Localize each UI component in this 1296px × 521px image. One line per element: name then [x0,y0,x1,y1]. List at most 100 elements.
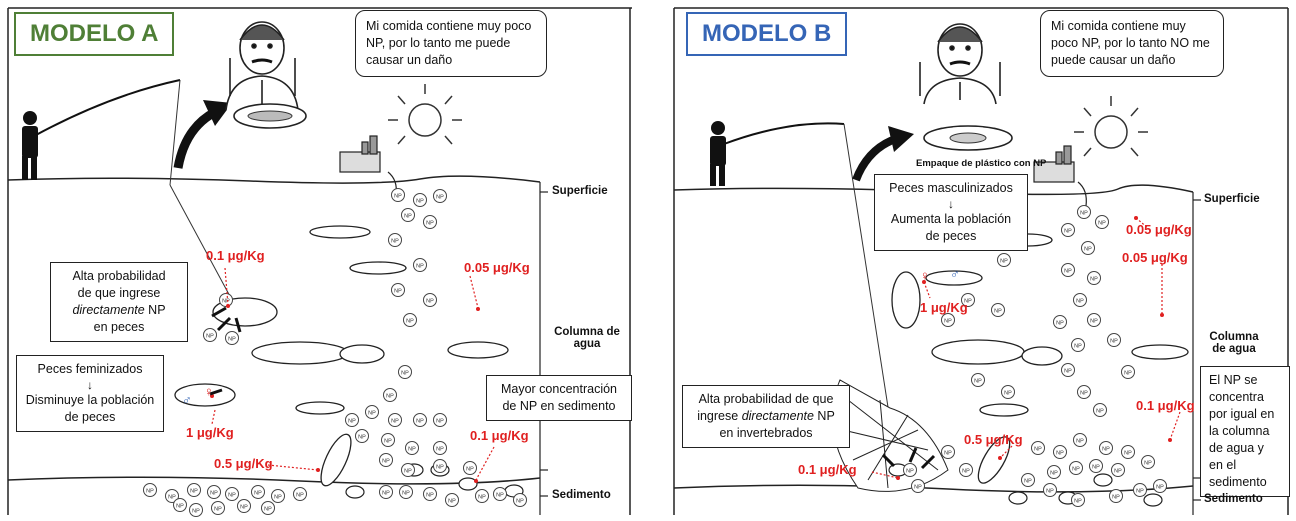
svg-text:NP: NP [478,495,486,501]
svg-text:NP: NP [426,221,434,227]
np-particle-icon: NP [398,365,412,379]
svg-text:NP: NP [402,491,410,497]
model-b-panel: NP NP NP NP NP NP NP NP NP NP NP NP NP NP NP NP NP NP NP NP… [648,0,1296,521]
svg-text:NP: NP [1080,211,1088,217]
male-symbol: ♂ [950,266,960,281]
np-particle-icon: NP [463,461,477,475]
svg-text:NP: NP [382,459,390,465]
svg-text:NP: NP [1090,319,1098,325]
zone-label-water-column: Columna de agua [554,326,620,350]
svg-text:NP: NP [228,493,236,499]
np-particle-icon: NP [475,489,489,503]
person-eating-icon [225,21,299,111]
np-particle-icon: NP [1087,271,1101,285]
np-particle-icon: NP [1089,459,1103,473]
svg-text:NP: NP [406,319,414,325]
np-particle-icon: NP [971,373,985,387]
svg-text:NP: NP [1000,259,1008,265]
np-particle-icon: NP [423,487,437,501]
svg-text:NP: NP [436,465,444,471]
np-particle-icon: NP [143,483,157,497]
np-particle-icon: NP [1077,205,1091,219]
svg-text:NP: NP [516,499,524,505]
svg-text:NP: NP [1124,451,1132,457]
sediment-concentration-box: Mayor concentración de NP en sedimento [486,375,632,421]
svg-text:NP: NP [274,495,282,501]
crab-icon [1143,493,1163,507]
effect-bottom: Disminuye la población de peces [25,393,155,424]
down-arrow-icon: ↓ [948,197,954,211]
svg-text:NP: NP [1124,371,1132,377]
np-particle-icon: NP [1021,473,1035,487]
factory-icon [339,135,381,173]
svg-text:NP: NP [394,194,402,200]
np-particle-icon: NP [1061,263,1075,277]
np-particle-icon: NP [189,503,203,517]
np-particle-icon: NP [413,258,427,272]
concentration-label: 0.1 μg/Kg [470,428,529,443]
svg-text:NP: NP [1144,461,1152,467]
masculinized-effect-box: Peces masculinizados ↓ Aumenta la poblac… [874,174,1028,251]
np-particle-icon: NP [941,445,955,459]
svg-text:NP: NP [436,447,444,453]
direct-intake-box: Alta probabilidad de que ingrese directa… [50,262,188,342]
np-particle-icon: NP [261,501,275,515]
svg-text:NP: NP [1074,499,1082,505]
sun-icon [1074,96,1148,157]
np-particle-icon: NP [1153,479,1167,493]
svg-text:NP: NP [348,419,356,425]
fishing-net-icon [831,379,949,492]
svg-text:NP: NP [436,195,444,201]
zone-label-sediment: Sedimento [552,489,611,501]
concentration-label: 0.1 μg/Kg [206,248,265,263]
np-particle-icon: NP [1001,385,1015,399]
model-b-illustration: NP NP NP NP NP NP NP NP NP NP NP NP NP NP NP NP NP NP NP NP… [673,7,1289,515]
svg-text:NP: NP [1084,247,1092,253]
np-particle-icon: NP [445,493,459,507]
fish-icon [977,436,1011,484]
concentration-label: 1 μg/Kg [920,300,968,315]
svg-text:NP: NP [1050,471,1058,477]
np-particle-icon: NP [379,485,393,499]
fish-icon [1131,344,1189,360]
np-particle-icon: NP [1061,223,1075,237]
equal-concentration-box: El NP se concentra por igual en la colum… [1200,366,1290,497]
svg-text:NP: NP [1076,439,1084,445]
np-particle-icon: NP [1077,385,1091,399]
np-particle-icon: NP [493,487,507,501]
svg-text:NP: NP [1092,465,1100,471]
np-particle-icon: NP [903,463,917,477]
svg-text:NP: NP [240,505,248,511]
fish-icon [295,401,345,415]
zone-label-sediment: Sedimento [1204,493,1263,505]
effect-bottom: Aumenta la población de peces [890,212,1012,243]
svg-text:NP: NP [1112,495,1120,501]
direct-intake-line: Alta probabilidad [72,269,166,283]
np-particle-icon: NP [173,498,187,512]
concentration-label: 0.05 μg/Kg [1126,222,1192,237]
np-particle-icon: NP [1081,241,1095,255]
svg-text:NP: NP [404,214,412,220]
svg-text:NP: NP [192,509,200,515]
svg-text:NP: NP [466,467,474,473]
svg-text:NP: NP [416,199,424,205]
svg-text:NP: NP [1064,229,1072,235]
svg-text:NP: NP [1074,344,1082,350]
np-particle-icon: NP [1109,489,1123,503]
direct-intake-line: de que ingrese [77,286,161,300]
svg-text:NP: NP [448,499,456,505]
svg-text:NP: NP [914,485,922,491]
plastic-package-label: Empaque de plástico con NP [916,158,1047,169]
fishing-rod-icon [35,79,181,136]
direct-intake-emphasis: directamente [741,409,814,423]
zone-label-surface: Superficie [1204,193,1260,205]
fish-icon [320,433,352,487]
curved-arrow-icon [173,108,218,169]
np-particle-icon: NP [383,388,397,402]
np-particle-icon: NP [251,485,265,499]
np-particle-icon: NP [225,487,239,501]
np-particle-icon: NP [211,501,225,515]
np-particle-icon: NP [997,253,1011,267]
np-particle-icon: NP [165,489,179,503]
